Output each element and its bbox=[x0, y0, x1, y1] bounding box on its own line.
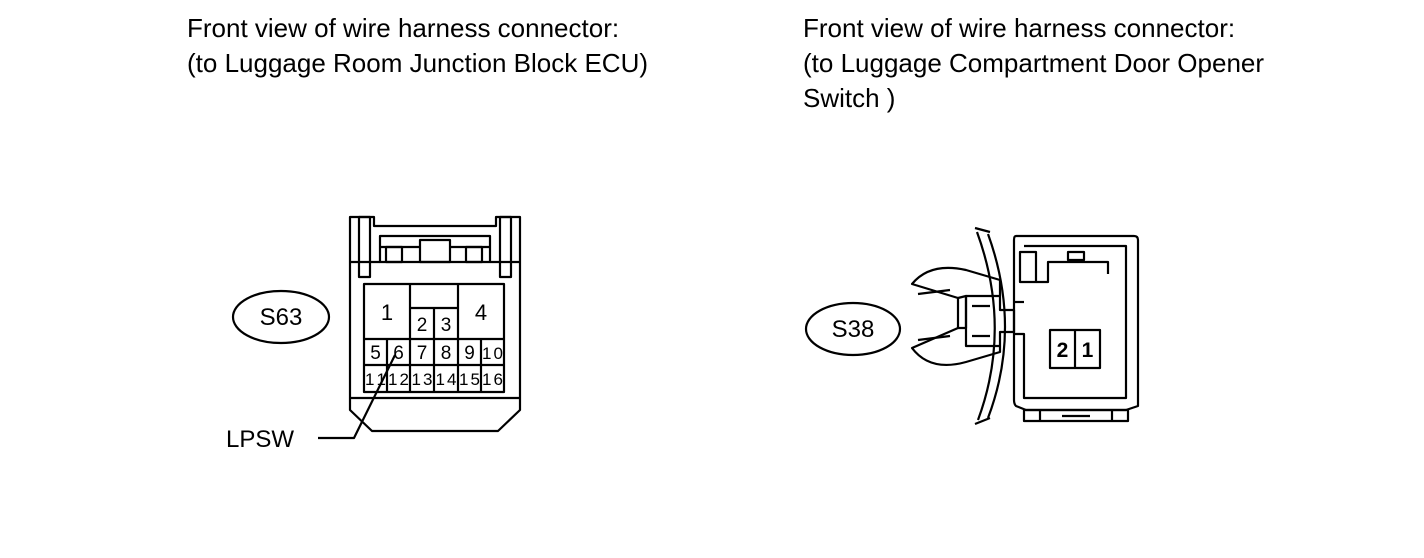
s63-pin-4: 4 bbox=[475, 300, 487, 325]
right-caption-line-1: Front view of wire harness connector: bbox=[803, 13, 1236, 43]
s63-pin-2: 2 bbox=[417, 315, 428, 336]
s63-pin-8: 8 bbox=[441, 343, 452, 364]
s63-label-oval bbox=[231, 289, 331, 345]
s63-pin-16: 16 bbox=[482, 370, 503, 389]
s63-lock-right-slot bbox=[498, 215, 513, 279]
s63-pin-15: 15 bbox=[459, 370, 480, 389]
s38-housing-inner bbox=[1014, 244, 1128, 400]
s38-top-rib bbox=[1018, 250, 1038, 284]
lpsw-leader-line bbox=[318, 354, 396, 440]
right-caption-line-2: (to Luggage Compartment Door Opener bbox=[803, 48, 1265, 78]
s63-pin-13: 13 bbox=[412, 370, 433, 389]
left-caption-line-1: Front view of wire harness connector: bbox=[187, 13, 620, 43]
s63-pin-7: 7 bbox=[417, 343, 428, 364]
s63-pin-14: 14 bbox=[436, 370, 457, 389]
s38-connector bbox=[804, 226, 1140, 426]
s63-label: S63 bbox=[260, 304, 303, 331]
s38-arrow-clip bbox=[956, 294, 968, 330]
s63-body bbox=[348, 215, 522, 433]
s38-bottom-rail bbox=[1022, 408, 1130, 423]
s38-pin-1: 1 bbox=[1082, 339, 1094, 362]
s63-pin-1: 1 bbox=[381, 300, 393, 325]
left-caption-line-2: (to Luggage Room Junction Block ECU) bbox=[187, 48, 649, 78]
s63-pin-11: 11 bbox=[365, 370, 386, 389]
s38-label: S38 bbox=[832, 316, 875, 343]
s63-connector bbox=[231, 215, 522, 440]
right-caption-line-3: Switch ) bbox=[803, 83, 896, 113]
s63-pin-3: 3 bbox=[441, 315, 452, 336]
s63-pin-5: 5 bbox=[370, 343, 381, 364]
s63-pin-10: 10 bbox=[482, 344, 503, 363]
right-caption: Front view of wire harness connector: (t… bbox=[803, 11, 1264, 116]
s63-pin-12: 12 bbox=[388, 370, 409, 389]
left-caption: Front view of wire harness connector: (t… bbox=[187, 11, 648, 81]
s38-label-oval bbox=[804, 301, 902, 357]
s38-pin-2: 2 bbox=[1057, 339, 1069, 362]
s63-lock-center bbox=[418, 238, 452, 264]
s38-housing bbox=[1012, 234, 1140, 412]
s63-pin-9: 9 bbox=[464, 343, 475, 364]
lpsw-label: LPSW bbox=[226, 426, 294, 453]
s38-clip-arc-outer bbox=[975, 231, 996, 421]
s63-pin-6: 6 bbox=[393, 343, 404, 364]
s63-lock-left-slot bbox=[357, 215, 372, 279]
